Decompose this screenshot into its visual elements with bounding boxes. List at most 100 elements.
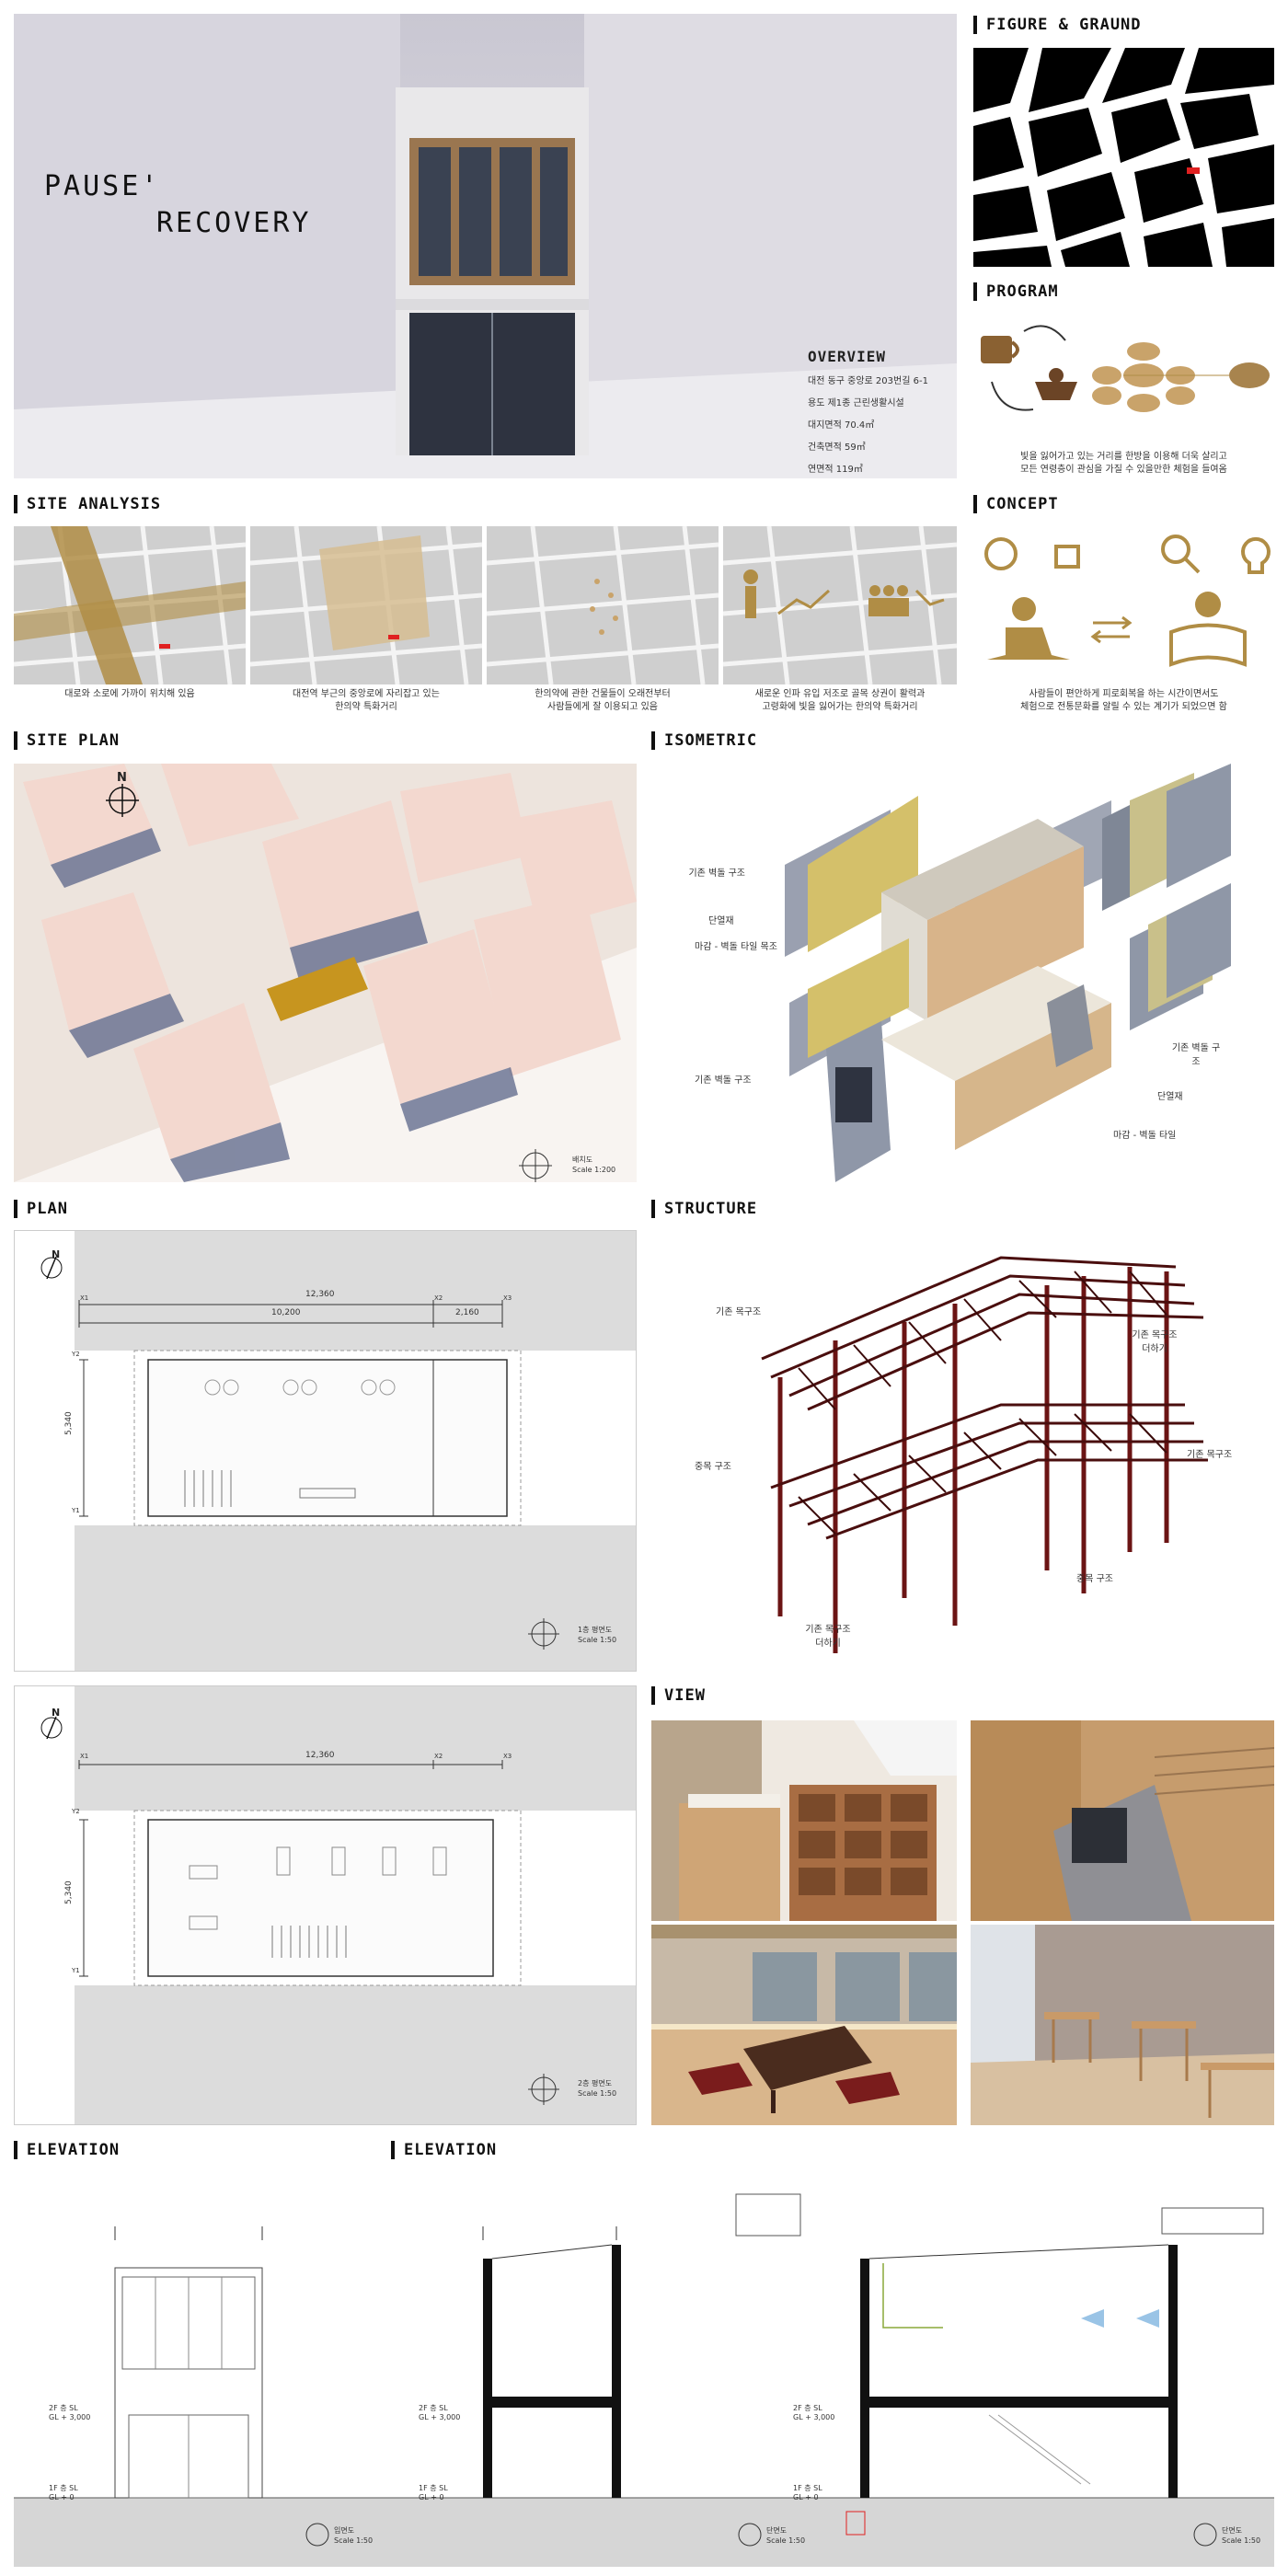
hero-title-line1: PAUSE' [44,170,161,202]
reading-icon [1195,592,1221,617]
plan1-dim-total: 12,360 [305,1290,335,1299]
search-icon [1161,535,1190,564]
site-analysis-caption-2-line1: 대전역 부근의 중앙로에 자리잡고 있는 [293,689,440,699]
plan1-axis-x3: X3 [503,1294,512,1302]
structure-label-1: 기존 목구조 [716,1307,762,1317]
view-render-3 [651,1925,957,2125]
plan1-scale: 1층 평면도 Scale 1:50 [578,1625,616,1645]
plan2-axis-y1: Y1 [72,1967,80,1974]
plan2-scale-value: Scale 1:50 [578,2089,617,2098]
site-analysis-caption-4-line1: 새로운 인파 유입 저조로 골목 상권이 활력과 [754,689,926,699]
elevation-drawings [14,2171,1274,2567]
elevation-level-2f-a-name: 2F 층 SL [49,2404,78,2412]
meditation-icon [1012,597,1036,621]
elevation-scale-2-value: Scale 1:50 [766,2536,806,2545]
structure-label-2: 기존 목구조 더하기 [1132,1330,1178,1354]
plan2-dim-total: 12,360 [305,1751,335,1760]
structure-title: STRUCTURE [651,1200,757,1218]
elevation-level-2f-a-gl: GL + 3,000 [49,2413,91,2421]
overview-title: OVERVIEW [808,348,887,365]
site-analysis-map-3 [487,526,719,684]
overview-site-area: 대지면적 70.4㎡ [808,420,875,431]
overview-list: 대전 동구 중앙로 203번길 6-1 용도 제1종 근린생활시설 대지면적 7… [808,371,955,481]
figure-ground-title: FIGURE & GRAUND [973,16,1142,34]
site-plan-scale: 배치도 Scale 1:200 [572,1155,615,1175]
concept-title: CONCEPT [973,495,1059,513]
concept-caption: 사람들이 편안하게 피로회복을 하는 시간이면서도 체험으로 전통문화를 알릴 … [973,688,1274,714]
elevation-level-1f-b-gl: GL + 0 [419,2493,444,2501]
site-analysis-map-1 [14,526,246,684]
plan-title: PLAN [14,1200,68,1218]
iso-label-3: 마감 - 벽돌 타일 목조 [695,942,777,952]
elevation-level-2f-b-name: 2F 층 SL [419,2404,448,2412]
site-analysis-title: SITE ANALYSIS [14,495,161,513]
program-diagram [973,313,1274,442]
concept-caption-line2: 체험으로 전통문화를 알릴 수 있는 계기가 되었으면 함 [1020,702,1227,712]
elevation-level-1f-a-gl: GL + 0 [49,2493,75,2501]
elevation-level-1f-b-name: 1F 층 SL [419,2484,448,2492]
concept-caption-line1: 사람들이 편안하게 피로회복을 하는 시간이면서도 [1029,689,1219,699]
elevation-level-1f-c-gl: GL + 0 [793,2493,819,2501]
concept-diagram [973,526,1274,683]
program-caption-line1: 빛을 잃어가고 있는 거리를 한방을 이용해 더욱 살리고 [1020,452,1227,462]
program-caption-line2: 모든 연령층이 관심을 가질 수 있을만한 체험을 들여옴 [1020,465,1227,475]
structure-drawing [651,1230,1274,1672]
exchange-arrows-icon [1090,615,1133,644]
plan2-axis-x1: X1 [80,1753,89,1760]
view-render-2 [971,1720,1274,1921]
structure-label-5: 중목 구조 [1076,1574,1113,1584]
plan1-axis-x1: X1 [80,1294,89,1302]
plan1-drawing [14,1230,637,1672]
view-render-1 [651,1720,957,1921]
clock-icon [984,537,1018,570]
site-analysis-caption-4-line2: 고령화에 빛을 잃어가는 한의약 특화거리 [762,702,918,712]
elevation-title-1: ELEVATION [14,2141,120,2159]
isometric-drawing [651,764,1274,1182]
program-title: PROGRAM [973,282,1059,301]
elevation-scale-3-name: 단면도 [1222,2526,1243,2535]
plan2-scale-name: 2층 평면도 [578,2079,613,2087]
elevation-level-2f-c-name: 2F 층 SL [793,2404,822,2412]
site-analysis-caption-3-line2: 사람들에게 잘 이용되고 있음 [547,702,658,712]
plan1-axis-x2: X2 [434,1294,443,1302]
elevation-scale-3-value: Scale 1:50 [1222,2536,1261,2545]
view-title: VIEW [651,1686,706,1705]
hero-building-illustration [14,14,957,478]
site-plot [267,957,368,1021]
elevation-scale-icon-1 [305,2523,329,2547]
plan2-dim-depth: 5,340 [64,1880,74,1904]
plan2-drawing [14,1685,637,2125]
iso-label-7: 마감 - 벽돌 타일 [1113,1131,1177,1141]
iso-label-4: 기존 벽돌 구조 [695,1075,752,1086]
lightbulb-icon [1241,536,1271,574]
elevation-scale-1-name: 입면도 [334,2526,355,2535]
site-analysis-map-2 [250,526,482,684]
crowd-icon [869,585,880,596]
site-plan-scale-value: Scale 1:200 [572,1166,616,1174]
figure-ground-map [973,48,1274,267]
structure-label-6: 기존 목구조 더하기 [805,1625,851,1649]
plan1-axis-y1: Y1 [72,1507,80,1514]
site-analysis-caption-2-line2: 한의약 특화거리 [335,702,397,712]
plan1-dim-main: 10,200 [271,1308,301,1317]
hero-title-line2: RECOVERY [156,207,312,239]
site-analysis-map-4 [723,526,957,684]
tea-cup-icon [981,336,1012,363]
plan1-scale-value: Scale 1:50 [578,1636,617,1644]
overview-use: 용도 제1종 근린생활시설 [808,398,904,408]
elevation-level-2f-b-gl: GL + 3,000 [419,2413,461,2421]
overview-building-area: 건축면적 59㎡ [808,443,866,453]
iso-label-1: 기존 벽돌 구조 [688,868,745,879]
site-plan-title: SITE PLAN [14,731,120,750]
structure-label-3: 중목 구조 [695,1462,731,1472]
plan2-north-arrow-icon [40,1717,63,1739]
elderly-person-icon [743,569,758,584]
elevation-scale-2-name: 단면도 [766,2526,788,2535]
